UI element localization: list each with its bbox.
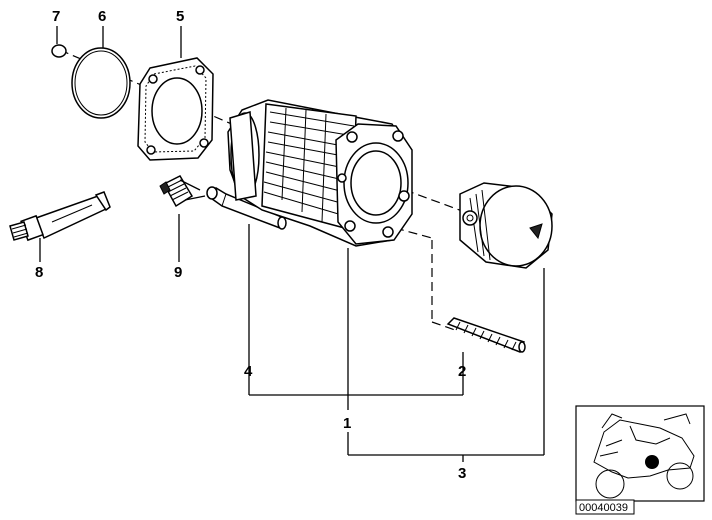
callout-3: 3 (458, 465, 466, 482)
cylinder-barrel (227, 99, 413, 247)
cooling-fins (261, 103, 357, 231)
motorcycle-silhouette (593, 413, 695, 499)
o-ring-large (71, 47, 131, 119)
callout-labels: 7 6 5 8 9 4 2 1 3 (35, 8, 466, 482)
threaded-stud (446, 317, 526, 353)
stud-with-nut (159, 175, 206, 208)
piston (459, 182, 553, 269)
cylinder-base-gasket (137, 57, 214, 161)
callout-4: 4 (244, 363, 253, 380)
sealant-tube (9, 191, 111, 242)
callout-9: 9 (174, 264, 182, 281)
o-ring-small (51, 44, 67, 58)
callout-7: 7 (52, 8, 60, 25)
callout-5: 5 (176, 8, 184, 25)
callout-2: 2 (458, 363, 466, 380)
callout-1: 1 (343, 415, 351, 432)
diagram-code: 00040039 (579, 502, 628, 514)
callout-6: 6 (98, 8, 106, 25)
location-inset: 00040039 (575, 405, 705, 515)
leader-lines (39, 26, 545, 462)
callout-8: 8 (35, 264, 43, 281)
